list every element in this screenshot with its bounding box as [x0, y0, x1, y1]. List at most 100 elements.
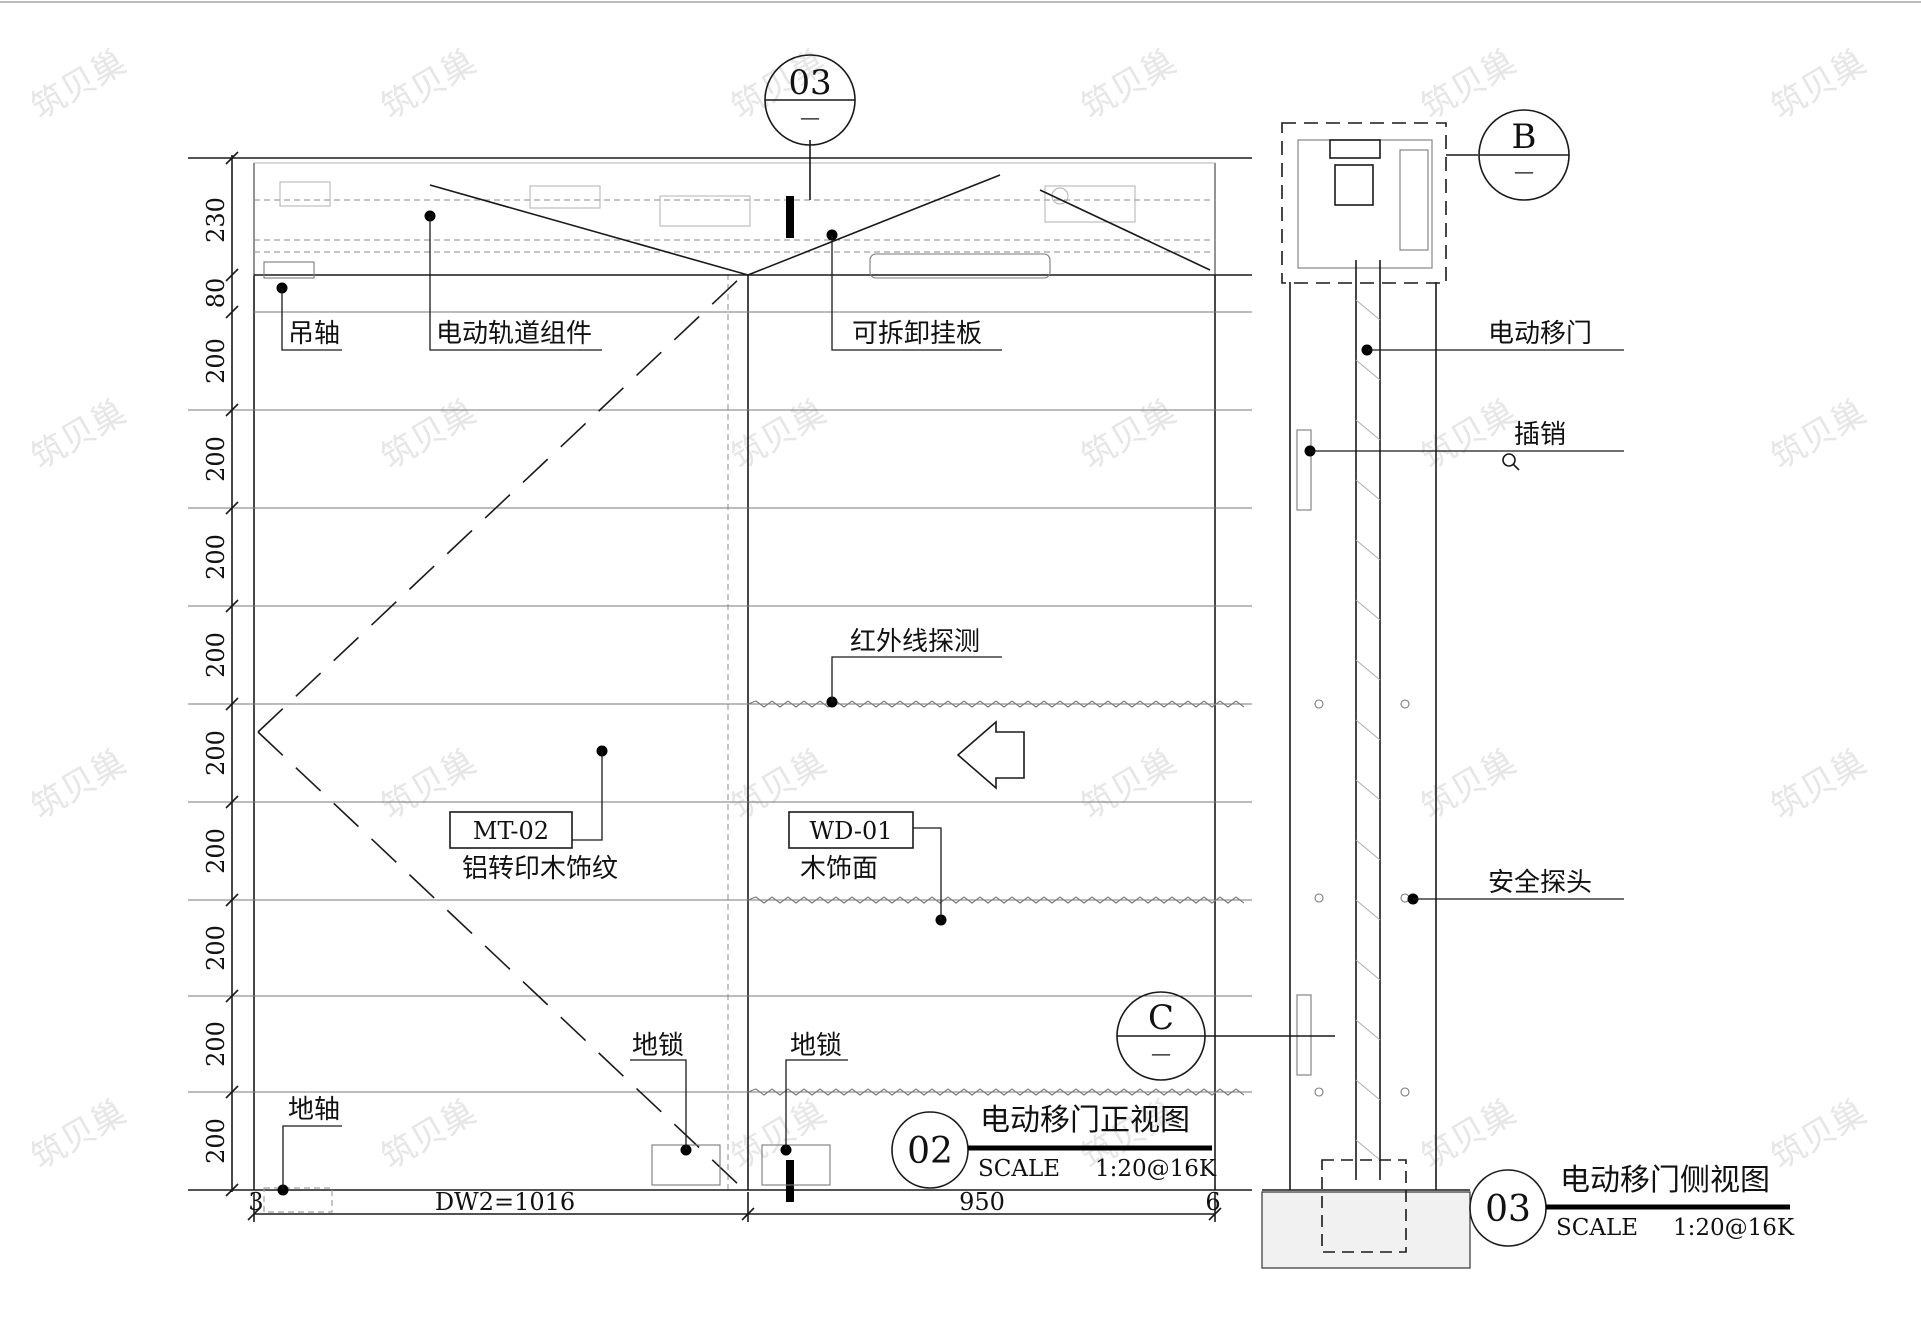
- svg-text:筑贝巢: 筑贝巢: [1415, 1092, 1523, 1178]
- label-wd-code: WD-01: [809, 817, 892, 845]
- bolt-lower: [1296, 994, 1312, 1076]
- svg-text:筑贝巢: 筑贝巢: [725, 1092, 833, 1178]
- label-floor-axis: 地轴: [288, 1095, 340, 1125]
- floor-slab: [1261, 1191, 1471, 1269]
- leader-hanging-axis: 吊轴: [276, 282, 342, 351]
- dim-h-0: 3: [248, 1188, 263, 1216]
- label-removable-panel: 可拆卸挂板: [852, 319, 982, 349]
- detail-box-b: [1281, 122, 1447, 284]
- svg-text:—: —: [800, 105, 820, 129]
- fixing-points: [1314, 699, 1410, 1097]
- dim-v-1: 80: [202, 278, 230, 309]
- side-view-scale-label: SCALE: [1556, 1215, 1638, 1241]
- leader-safety: 安全探头: [1407, 868, 1624, 905]
- svg-text:筑贝巢: 筑贝巢: [375, 742, 483, 828]
- magnifier-icon: [1502, 453, 1520, 471]
- front-view-title: 电动移门正视图: [980, 1103, 1190, 1138]
- floor-lock-marker: [786, 1160, 794, 1202]
- dim-v-7: 200: [202, 828, 230, 874]
- track-carriage: [869, 253, 1051, 279]
- svg-text:C: C: [1148, 998, 1174, 1038]
- label-door: 电动移门: [1488, 319, 1592, 349]
- track-housing: [253, 162, 1216, 276]
- label-bolt: 插销: [1514, 420, 1566, 450]
- front-view-scale-label: SCALE: [978, 1156, 1060, 1182]
- label-floor-lock-2: 地锁: [790, 1031, 842, 1061]
- watermark-layer: 筑贝巢 筑贝巢 筑贝巢 筑贝巢 筑贝巢 筑贝巢 筑贝巢 筑贝巢 筑贝巢 筑贝巢 …: [25, 42, 1873, 1178]
- dim-v-9: 200: [202, 1021, 230, 1067]
- dim-v-4: 200: [202, 534, 230, 580]
- svg-text:筑贝巢: 筑贝巢: [375, 42, 483, 128]
- dim-v-2: 200: [202, 338, 230, 384]
- svg-text:筑贝巢: 筑贝巢: [1415, 42, 1523, 128]
- infrared-beam-2: [747, 896, 1245, 904]
- track-diagonal-left: [429, 184, 749, 276]
- dim-h-1: DW2=1016: [435, 1188, 575, 1216]
- svg-text:筑贝巢: 筑贝巢: [1765, 742, 1873, 828]
- front-view-title-block: 02 电动移门正视图 SCALE 1:20@16K: [891, 1103, 1217, 1189]
- side-view-title-block: 03 电动移门侧视图 SCALE 1:20@16K: [1469, 1163, 1795, 1247]
- leader-removable-panel: 可拆卸挂板: [826, 229, 1002, 351]
- side-view-title: 电动移门侧视图: [1560, 1163, 1770, 1198]
- leader-mt02: MT-02 铝转印木饰纹: [449, 745, 618, 884]
- svg-text:筑贝巢: 筑贝巢: [375, 1092, 483, 1178]
- svg-text:—: —: [1151, 1041, 1171, 1065]
- svg-text:筑贝巢: 筑贝巢: [375, 392, 483, 478]
- panel-lines: [188, 311, 1252, 1191]
- swing-line-upper: [257, 277, 741, 733]
- dim-v-0: 230: [202, 197, 230, 243]
- floor-axis-symbol: [263, 1187, 333, 1213]
- dim-h-2: 950: [959, 1188, 1005, 1216]
- label-track: 电动轨道组件: [436, 319, 592, 349]
- svg-text:筑贝巢: 筑贝巢: [725, 742, 833, 828]
- svg-text:筑贝巢: 筑贝巢: [1765, 42, 1873, 128]
- label-wd-desc: 木饰面: [800, 854, 878, 884]
- callout-b: B —: [1446, 109, 1570, 201]
- front-view: 230 80 200 200 200 200 200 200 200 200 2…: [188, 54, 1252, 1222]
- vertical-dimensions: 230 80 200 200 200 200 200 200 200 200 2…: [202, 197, 230, 1164]
- side-view-scale-value: 1:20@16K: [1673, 1215, 1795, 1241]
- dim-v-8: 200: [202, 925, 230, 971]
- svg-text:B: B: [1512, 117, 1537, 157]
- leader-floor-lock-2: 地锁: [780, 1031, 848, 1156]
- track-diagonal-right: [747, 174, 1001, 276]
- svg-text:筑贝巢: 筑贝巢: [25, 42, 133, 128]
- svg-text:筑贝巢: 筑贝巢: [1075, 42, 1183, 128]
- svg-text:筑贝巢: 筑贝巢: [1765, 1092, 1873, 1178]
- label-infrared: 红外线探测: [850, 627, 980, 657]
- svg-text:筑贝巢: 筑贝巢: [25, 1092, 133, 1178]
- leader-infrared: 红外线探测: [826, 627, 1002, 708]
- front-view-number: 02: [907, 1131, 953, 1172]
- front-view-scale-value: 1:20@16K: [1095, 1156, 1217, 1182]
- callout-c: C —: [1116, 991, 1335, 1081]
- leader-door: 电动移门: [1361, 319, 1624, 356]
- dim-v-5: 200: [202, 632, 230, 678]
- svg-text:筑贝巢: 筑贝巢: [25, 392, 133, 478]
- svg-text:筑贝巢: 筑贝巢: [1415, 742, 1523, 828]
- side-view: 电动移门 插销 安全探头 B —: [1116, 109, 1795, 1269]
- label-hanging-axis: 吊轴: [288, 319, 340, 349]
- svg-text:筑贝巢: 筑贝巢: [725, 392, 833, 478]
- floor-lock-right: [761, 1144, 831, 1186]
- label-mt-code: MT-02: [473, 817, 549, 845]
- svg-text:筑贝巢: 筑贝巢: [1765, 392, 1873, 478]
- svg-text:筑贝巢: 筑贝巢: [25, 742, 133, 828]
- dim-v-6: 200: [202, 730, 230, 776]
- leader-wd01: WD-01 木饰面: [788, 811, 947, 926]
- infrared-beam-3: [747, 1088, 1245, 1096]
- hanging-axis-symbol: [263, 261, 315, 279]
- detail-box-c: [1321, 1159, 1407, 1253]
- bolt-upper: [1296, 429, 1312, 511]
- svg-text:筑贝巢: 筑贝巢: [1075, 742, 1183, 828]
- door-panel-hatch: [1355, 299, 1381, 1161]
- leader-floor-axis: 地轴: [277, 1095, 342, 1196]
- leader-track: 电动轨道组件: [424, 210, 602, 351]
- track-stop-marker: [786, 196, 794, 238]
- dim-h-3: 6: [1205, 1188, 1220, 1216]
- svg-text:筑贝巢: 筑贝巢: [1075, 392, 1183, 478]
- leader-floor-lock-1: 地锁: [630, 1031, 692, 1156]
- svg-text:—: —: [1514, 159, 1534, 183]
- leader-bolt: 插销: [1304, 420, 1624, 471]
